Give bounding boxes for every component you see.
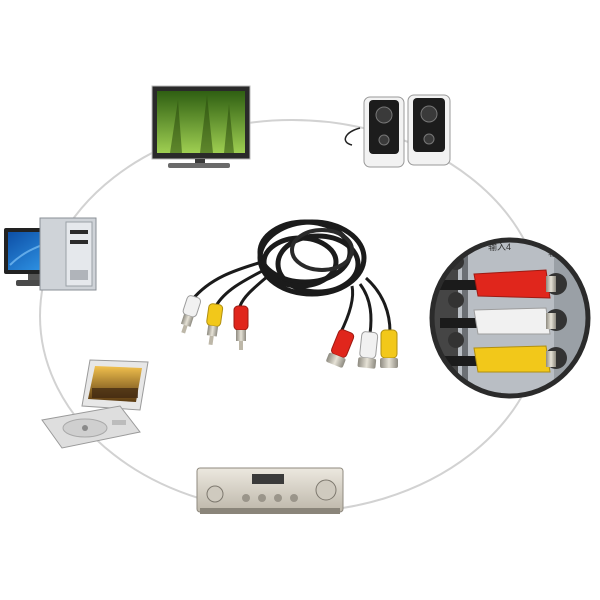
desktop-speakers-icon: [344, 94, 451, 168]
yellow-rca-male-plug: [206, 303, 224, 346]
red-plug-in-jack: [440, 269, 556, 299]
rca-av-cable: [190, 219, 392, 335]
flat-screen-tv-icon: [151, 85, 251, 168]
white-plug-in-jack: [440, 307, 556, 335]
red-rca-female-plug: [326, 329, 355, 368]
yellow-rca-female-plug: [380, 329, 398, 368]
portable-dvd-player-icon: [41, 359, 149, 449]
av-input-panel-closeup: 输入4 输入5 输入6: [429, 237, 591, 399]
white-rca-female-plug: [357, 331, 379, 369]
red-rca-male-plug: [233, 305, 249, 350]
panel-input-label: 输入4: [488, 241, 511, 252]
white-rca-male-plug: [180, 295, 202, 334]
av-receiver-amplifier-icon: [196, 467, 344, 514]
yellow-plug-in-jack: [440, 345, 556, 373]
desktop-computer-icon: [4, 217, 97, 291]
